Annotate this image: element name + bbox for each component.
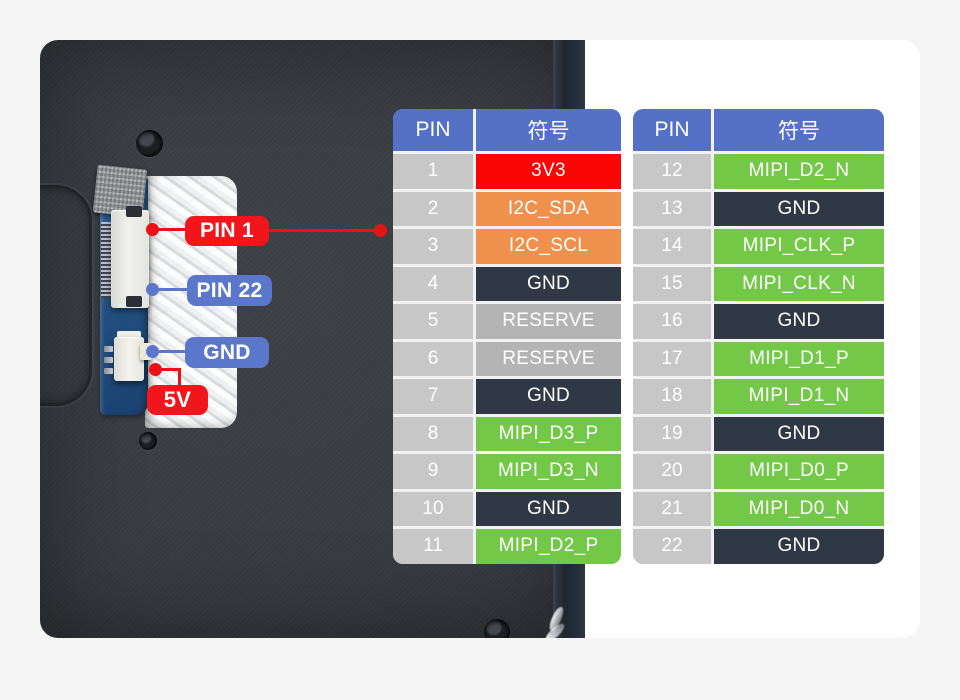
pin-number-cell: 5 <box>393 304 473 339</box>
pin-symbol-cell: RESERVE <box>476 341 621 376</box>
pin-number-cell: 2 <box>393 191 473 226</box>
pin-symbol-cell: GND <box>714 416 884 451</box>
pin-number-cell: 14 <box>633 229 711 264</box>
pin-symbol-cell: MIPI_D3_N <box>476 454 621 489</box>
pin-number-cell: 20 <box>633 454 711 489</box>
screw-hole-icon <box>484 619 510 638</box>
pin-symbol-cell: GND <box>476 491 621 526</box>
pin-number-cell: 8 <box>393 416 473 451</box>
pin-symbol-cell: MIPI_CLK_N <box>714 266 884 301</box>
symbol-header-cell: 符号 <box>476 109 621 151</box>
pin-number-cell: 6 <box>393 341 473 376</box>
pin-number-cell: 21 <box>633 491 711 526</box>
screw-hole-icon <box>139 432 157 450</box>
pin-number-cell: 9 <box>393 454 473 489</box>
pin-symbol-cell: MIPI_CLK_P <box>714 229 884 264</box>
pin-symbol-cell: I2C_SDA <box>476 191 621 226</box>
pin-symbol-cell: MIPI_D0_N <box>714 491 884 526</box>
power-connector-tab <box>117 331 141 339</box>
connector-pin <box>104 346 113 352</box>
leader-dot <box>146 223 159 236</box>
pin-symbol-cell: GND <box>714 191 884 226</box>
ffc-latch <box>126 296 142 307</box>
leader-dot <box>149 363 162 376</box>
pin-symbol-cell: 3V3 <box>476 154 621 189</box>
leader-line <box>268 229 380 232</box>
pin-number-cell: 22 <box>633 529 711 564</box>
pin-number-cell: 13 <box>633 191 711 226</box>
leader-line <box>152 228 188 231</box>
pin-number-cell: 1 <box>393 154 473 189</box>
leader-line <box>152 288 190 291</box>
pin-symbol-cell: MIPI_D2_P <box>476 529 621 564</box>
pin-symbol-cell: MIPI_D2_N <box>714 154 884 189</box>
screw-hole-icon <box>136 130 163 157</box>
pin-number-cell: 7 <box>393 379 473 414</box>
pin-number-cell: 10 <box>393 491 473 526</box>
pin1-label: PIN 1 <box>185 216 269 246</box>
pin-number-cell: 4 <box>393 266 473 301</box>
pin-symbol-cell: GND <box>714 529 884 564</box>
pin-number-cell: 18 <box>633 379 711 414</box>
pin-symbol-cell: MIPI_D1_N <box>714 379 884 414</box>
pin-number-cell: 11 <box>393 529 473 564</box>
pin-number-cell: 15 <box>633 266 711 301</box>
pin-number-cell: 17 <box>633 341 711 376</box>
symbol-header-cell: 符号 <box>714 109 884 151</box>
ffc-connector <box>111 210 149 308</box>
pin-header-cell: PIN <box>633 109 711 151</box>
panel-recess <box>40 185 92 406</box>
gnd-label: GND <box>185 337 269 368</box>
leader-line <box>155 368 181 371</box>
pin-symbol-cell: RESERVE <box>476 304 621 339</box>
pin-symbol-cell: GND <box>714 304 884 339</box>
pin-symbol-cell: GND <box>476 379 621 414</box>
leader-line <box>152 350 188 353</box>
leader-dot <box>146 283 159 296</box>
pin-symbol-cell: GND <box>476 266 621 301</box>
power-connector <box>114 337 144 381</box>
5v-label: 5V <box>147 385 208 415</box>
pin-symbol-cell: MIPI_D0_P <box>714 454 884 489</box>
ffc-latch <box>126 206 142 217</box>
ffc-connector-pins <box>101 222 112 298</box>
pin-symbol-cell: I2C_SCL <box>476 229 621 264</box>
pin-number-cell: 12 <box>633 154 711 189</box>
pin-header-cell: PIN <box>393 109 473 151</box>
leader-dot <box>374 224 387 237</box>
leader-line <box>178 368 181 387</box>
pin-symbol-cell: MIPI_D1_P <box>714 341 884 376</box>
pin-symbol-cell: MIPI_D3_P <box>476 416 621 451</box>
pin-number-cell: 19 <box>633 416 711 451</box>
connector-pin <box>104 357 113 363</box>
pin-number-cell: 3 <box>393 229 473 264</box>
leader-dot <box>146 345 159 358</box>
connector-pin <box>104 368 113 374</box>
pin22-label: PIN 22 <box>187 275 272 306</box>
pin-number-cell: 16 <box>633 304 711 339</box>
